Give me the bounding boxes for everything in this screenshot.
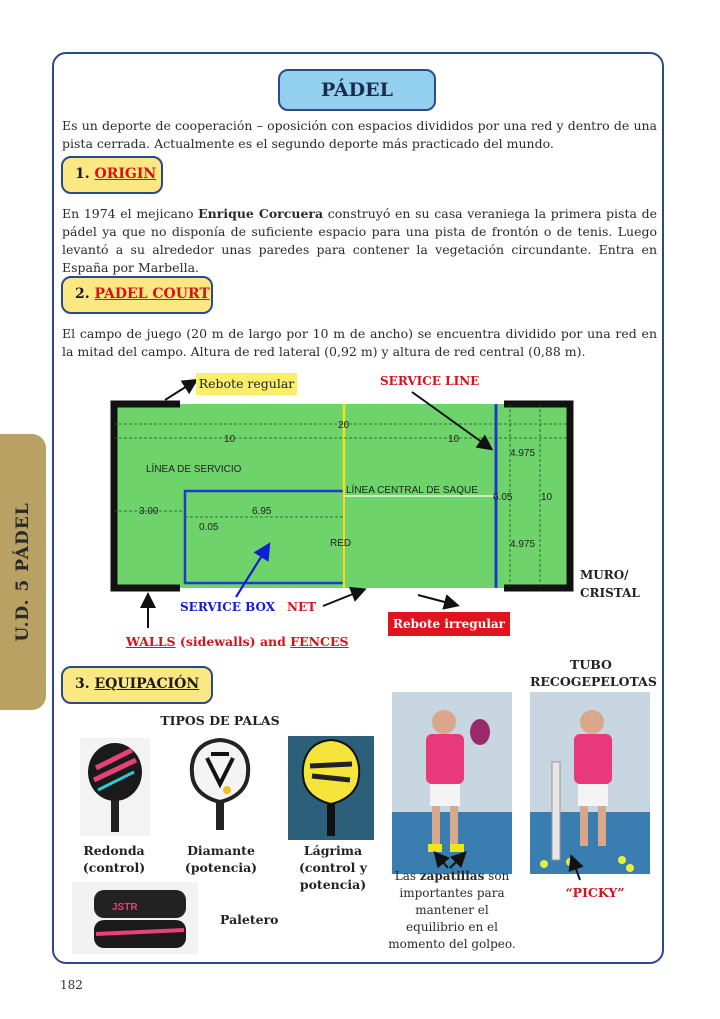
origin-text-bold: Enrique Corcuera: [198, 206, 324, 221]
player-photo-shoes: [392, 692, 512, 874]
center-line-text: LÍNEA CENTRAL DE SAQUE: [346, 483, 478, 496]
unit-side-tab: U.D. 5 PÁDEL: [0, 434, 46, 710]
walls-label: WALLS (sidewalls) and FENCES: [126, 634, 349, 649]
service-area-text: LÍNEA DE SERVICIO: [146, 462, 242, 475]
dim-left-mid: 3.00: [139, 506, 159, 517]
service-line-label: SERVICE LINE: [380, 374, 480, 388]
net-text: RED: [330, 538, 351, 549]
origin-text-pre: En 1974 el mejicano: [62, 206, 199, 221]
dim-half-right: 10: [448, 434, 460, 445]
arrow-rebote-irregular: [417, 594, 460, 610]
walls-mid: (sidewalls) and: [175, 634, 291, 649]
service-box-label: SERVICE BOX: [180, 600, 276, 614]
walls-word: WALLS: [126, 634, 176, 649]
paletero-image: JSTR: [72, 882, 198, 954]
shoes-text-bold: zapatillas: [419, 869, 485, 883]
section-origin-title: ORIGIN: [94, 166, 157, 182]
shoes-caption: Las zapatillas son importantes para mant…: [388, 868, 516, 953]
section-equip-header: 3. EQUIPACIÓN: [61, 666, 213, 704]
section-origin-header: 1. ORIGIN: [61, 156, 163, 194]
tubo-title: TUBO RECOGEPELOTAS: [530, 657, 657, 689]
rebote-regular-label: Rebote regular: [196, 373, 297, 395]
paddle-round-image: [80, 738, 150, 836]
arrow-service-line: [411, 391, 494, 451]
shoes-text-pre: Las: [394, 869, 420, 883]
fences-word: FENCES: [290, 634, 349, 649]
paddle-diamond-caption: Diamante (potencia): [184, 843, 258, 875]
player-photo-picky: [530, 692, 650, 874]
page-number: 182: [60, 978, 83, 992]
paddle-teardrop-image: [288, 736, 374, 840]
origin-text-post: construyó en su casa veraniega la primer…: [62, 206, 657, 275]
dim-total: 20: [338, 420, 350, 431]
dim-right-top: 4.975: [510, 448, 535, 459]
section-equip-number: 3.: [75, 676, 90, 692]
section-court-title: PADEL COURT: [94, 286, 210, 302]
origin-paragraph: En 1974 el mejicano Enrique Corcuera con…: [62, 205, 657, 277]
left-walls: [110, 400, 180, 592]
page-title: PÁDEL: [278, 69, 436, 111]
arrow-service-box: [235, 542, 271, 598]
paddle-teardrop-caption: Lágrima (control y potencia): [298, 843, 367, 892]
dim-right-width: 10: [541, 492, 553, 503]
picky-caption: “PICKY”: [565, 885, 625, 900]
dim-right-mid: 6.05: [493, 492, 513, 503]
arrow-rebote-regular: [164, 378, 199, 401]
dim-right-bottom: 4.975: [510, 539, 535, 550]
section-court-number: 2.: [75, 286, 90, 302]
section-origin-number: 1.: [75, 166, 90, 182]
paddle-round-caption: Redonda (control): [82, 843, 146, 875]
right-walls: [504, 400, 574, 592]
net-label: NET: [287, 600, 317, 614]
dim-box: 6.95: [252, 506, 272, 517]
arrow-net: [322, 587, 367, 607]
paletero-caption: Paletero: [220, 912, 279, 927]
shoes-text-post: son importantes para mantener el equilib…: [388, 869, 516, 951]
dim-half-left: 10: [224, 434, 236, 445]
muro-label: MURO/ CRISTAL: [580, 568, 640, 600]
page-frame: [52, 52, 664, 964]
court-paragraph: El campo de juego (20 m de largo por 10 …: [62, 326, 657, 359]
paddle-diamond-image: [185, 736, 255, 834]
intro-paragraph: Es un deporte de cooperación – oposición…: [62, 118, 657, 151]
tipos-palas-title: TIPOS DE PALAS: [160, 713, 280, 728]
section-equip-title: EQUIPACIÓN: [94, 676, 200, 692]
dim-small: 0.05: [199, 522, 219, 533]
rebote-irregular-label: Rebote irregular: [388, 612, 510, 636]
section-court-header: 2. PADEL COURT: [61, 276, 213, 314]
paletero-brand: JSTR: [112, 902, 138, 913]
